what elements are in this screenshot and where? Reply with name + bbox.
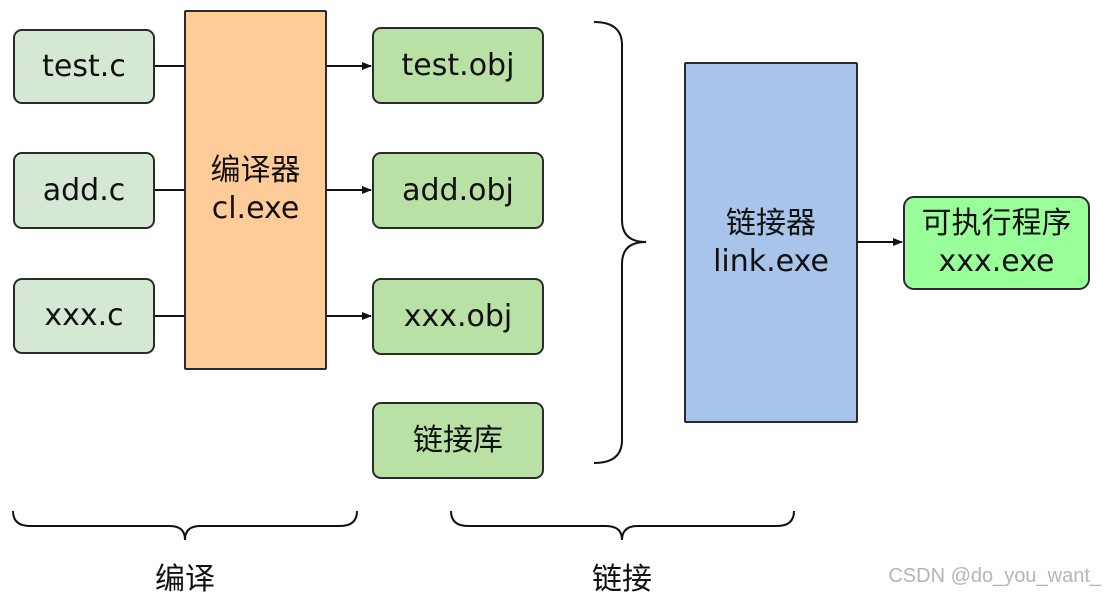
object-file-label: add.obj <box>402 172 514 208</box>
object-file-xxx-obj: xxx.obj <box>372 278 544 355</box>
objects-brace <box>593 21 647 464</box>
object-file-label: test.obj <box>401 47 515 83</box>
source-file-test-c: test.c <box>13 29 155 104</box>
linker-box: 链接器 link.exe <box>684 62 858 423</box>
source-file-label: add.c <box>42 172 126 208</box>
link-brace <box>450 510 795 541</box>
linker-name: 链接器 <box>726 205 816 241</box>
object-file-label: xxx.obj <box>403 298 513 334</box>
compiler-exe: cl.exe <box>211 191 300 226</box>
object-file-test-obj: test.obj <box>372 27 544 104</box>
linker-exe: link.exe <box>713 243 829 279</box>
source-file-label: xxx.c <box>44 298 124 333</box>
compiler-box: 编译器 cl.exe <box>184 10 327 370</box>
executable-name: xxx.exe <box>938 244 1055 279</box>
watermark: CSDN @do_you_want_ <box>888 565 1101 587</box>
source-file-xxx-c: xxx.c <box>13 278 155 354</box>
stage-label-compile: 编译 <box>155 562 215 597</box>
link-library-label: 链接库 <box>413 422 503 458</box>
source-file-add-c: add.c <box>13 152 155 229</box>
executable-title: 可执行程序 <box>921 206 1072 241</box>
compile-brace <box>12 510 358 541</box>
compiler-name: 编译器 <box>210 153 301 188</box>
source-file-label: test.c <box>42 48 126 84</box>
stage-label-link: 链接 <box>592 562 652 597</box>
link-library: 链接库 <box>372 402 544 479</box>
executable-box: 可执行程序 xxx.exe <box>903 196 1090 290</box>
object-file-add-obj: add.obj <box>372 152 544 229</box>
